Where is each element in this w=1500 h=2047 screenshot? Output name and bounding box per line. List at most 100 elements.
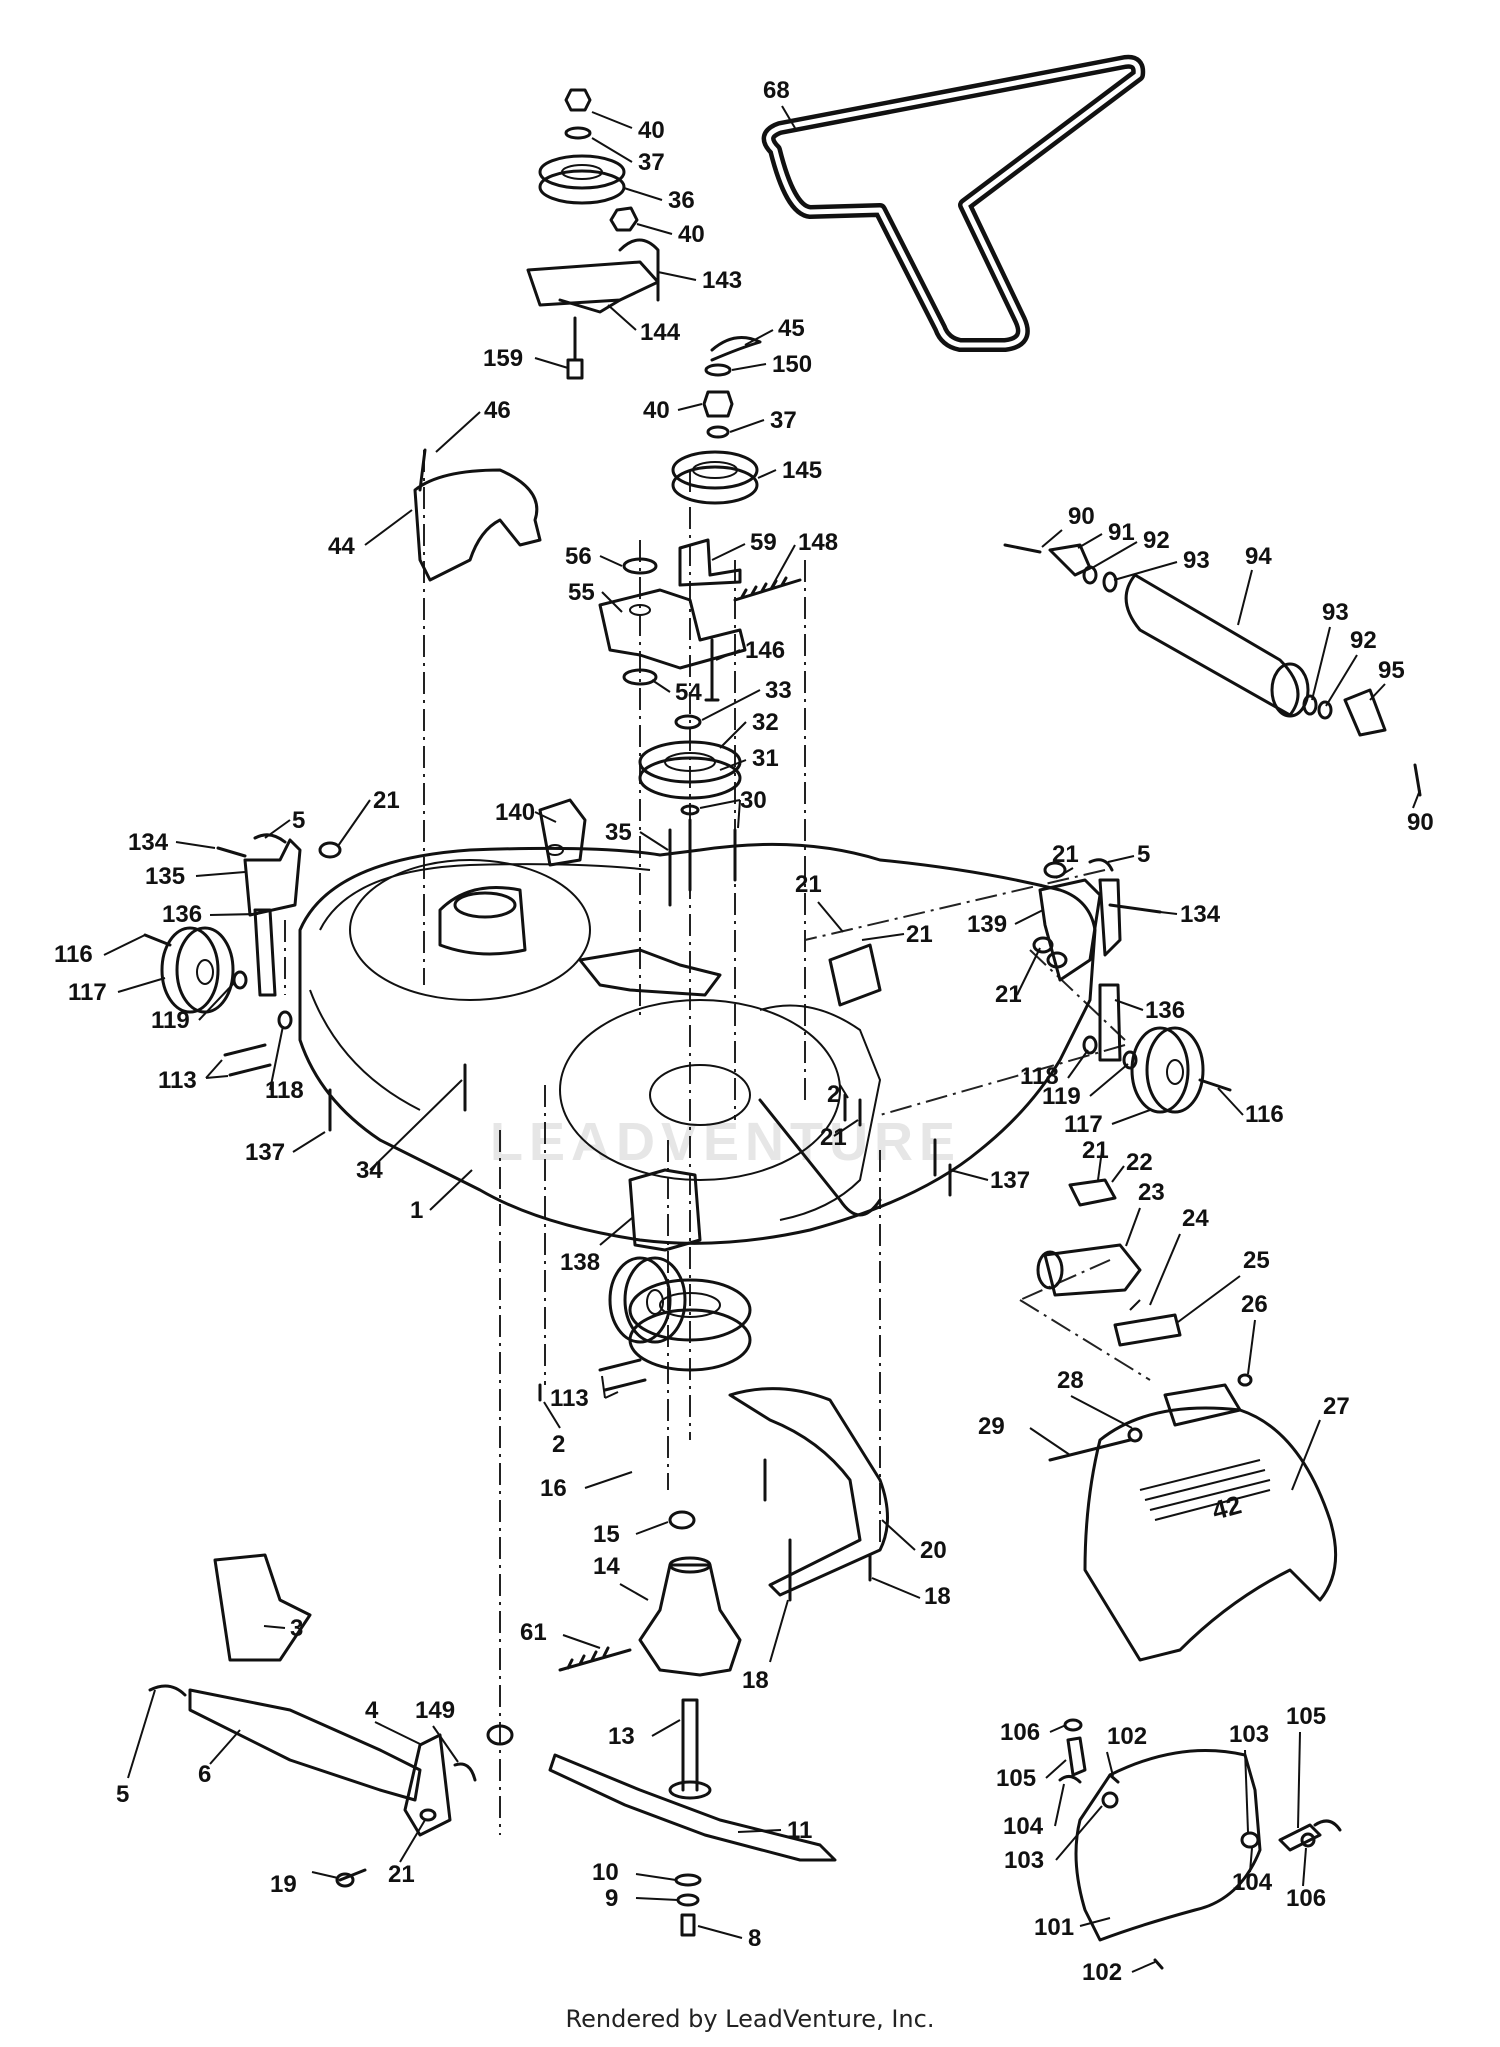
spindle-assembly [548, 1278, 889, 1937]
callout-label: 30 [740, 787, 767, 814]
callout-label: 119 [151, 1007, 190, 1034]
callout-label: 102 [1082, 1959, 1122, 1986]
mower-deck-1 [298, 798, 1097, 1245]
callout-label: 68 [763, 77, 790, 104]
deck-spindle-pulley [438, 886, 527, 956]
callout-label: 40 [643, 397, 670, 424]
callout-label: 137 [990, 1167, 1030, 1194]
washer-9 [676, 1893, 700, 1907]
idler-pulley-36 [538, 154, 626, 190]
callout-label: 136 [1145, 997, 1185, 1024]
anti-scalp-roller-94 [1003, 543, 1422, 797]
callout-label: 20 [920, 1537, 947, 1564]
callout-label: 29 [978, 1413, 1005, 1440]
callout-label: 21 [388, 1861, 415, 1888]
leader-lines [103, 105, 1421, 1973]
bracket-136-right-b [1098, 983, 1122, 1062]
callout-label: 116 [1245, 1101, 1284, 1128]
callout-label: 118 [1020, 1063, 1059, 1090]
callout-label: 22 [1126, 1149, 1153, 1176]
nut-21-lower [419, 1808, 437, 1822]
bracket-23 [1043, 1243, 1142, 1297]
bracket-4 [403, 1733, 452, 1837]
nut-21-left [318, 841, 342, 859]
idler-bracket-143 [526, 238, 660, 307]
washer-33 [674, 714, 702, 730]
plate-22 [1068, 1178, 1117, 1207]
callout-label: 5 [116, 1781, 129, 1808]
callout-label: 36 [668, 187, 695, 214]
center-idler-stack [598, 336, 802, 907]
callout-label: 8 [748, 1925, 761, 1952]
washer-56 [622, 557, 658, 575]
clip-104-right [1313, 1819, 1342, 1832]
callout-label: 59 [750, 529, 777, 556]
bolt-8 [680, 1913, 696, 1937]
callout-label: 102 [1107, 1723, 1147, 1750]
callout-labels: 40 37 36 40 143 144 159 68 45 150 40 37 … [54, 77, 1434, 1986]
callout-label: 117 [68, 979, 107, 1006]
callout-label: 21 [373, 787, 400, 814]
callout-label: 15 [593, 1521, 620, 1548]
washer-54 [622, 668, 658, 686]
callout-label: 90 [1407, 809, 1434, 836]
callout-label: 21 [795, 871, 822, 898]
spring-24 [1129, 1299, 1141, 1311]
callout-label: 28 [1057, 1367, 1084, 1394]
callout-label: 21 [1052, 841, 1079, 868]
washer-92-top [1082, 565, 1098, 585]
idler-bracket-140 [538, 798, 587, 867]
bracket-59 [678, 538, 742, 587]
callout-label: 14 [593, 1553, 620, 1580]
washer-119-right [1122, 1050, 1138, 1070]
front-wheel-138 [538, 1168, 702, 1402]
callout-label: 5 [1137, 841, 1150, 868]
wheel-117-left [160, 926, 220, 1014]
callout-label: 104 [1232, 1869, 1273, 1896]
arm-144 [558, 298, 622, 314]
washer-103-left [1101, 1791, 1119, 1809]
discharge-chute-27: 42 [1048, 1373, 1338, 1662]
callout-label: 92 [1350, 627, 1377, 654]
spindle-housing-14 [638, 1563, 742, 1677]
callout-label: 37 [638, 149, 665, 176]
callout-label: 134 [128, 829, 169, 856]
callout-label: 3 [290, 1615, 303, 1642]
washer-106-top [1063, 1718, 1083, 1732]
baffle-20 [728, 1387, 889, 1597]
bracket-95 [1343, 688, 1387, 737]
nut-118-right [1082, 1035, 1098, 1055]
callout-label: 2 [552, 1431, 565, 1458]
nut-21-right-a [1032, 936, 1054, 954]
washer-30 [680, 804, 700, 816]
callout-label: 11 [787, 1817, 812, 1844]
callout-label: 105 [1286, 1703, 1326, 1730]
callout-label: 101 [1034, 1914, 1074, 1941]
callout-label: 40 [638, 117, 665, 144]
washer-119-left [232, 970, 248, 990]
drive-belt-68 [761, 54, 1146, 352]
callout-label: 150 [772, 351, 812, 378]
bolt-90-top [1003, 543, 1042, 554]
pin-5-left [253, 833, 287, 844]
callout-label: 148 [798, 529, 838, 556]
callout-label: 35 [605, 819, 632, 846]
bolts-30 [688, 818, 737, 892]
belt-cover-44 [413, 448, 542, 582]
link-105-right [1278, 1823, 1322, 1852]
screw-102-top [1108, 1773, 1120, 1784]
callout-label: 40 [678, 221, 705, 248]
callout-label: 93 [1322, 599, 1349, 626]
callout-label: 25 [1243, 1247, 1270, 1274]
callout-label: 113 [158, 1067, 197, 1094]
callout-label: 106 [1000, 1719, 1040, 1746]
footer-credit: Rendered by LeadVenture, Inc. [565, 2005, 935, 2033]
callout-label: 21 [906, 921, 933, 948]
washer-106-right [1300, 1832, 1316, 1848]
callout-label: 54 [675, 679, 702, 706]
bolts-113-front [598, 1358, 647, 1392]
callout-label: 33 [765, 677, 792, 704]
callout-label: 117 [1064, 1111, 1103, 1138]
callout-label: 9 [605, 1885, 618, 1912]
